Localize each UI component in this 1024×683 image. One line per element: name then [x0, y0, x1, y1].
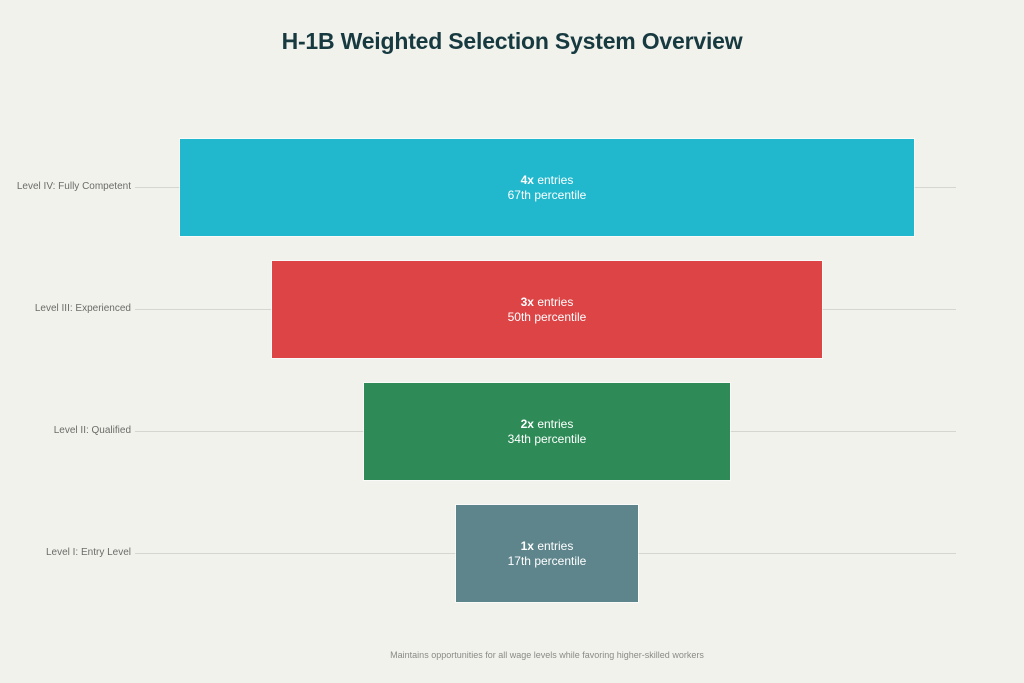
- entries-word: entries: [537, 538, 574, 553]
- funnel-bar-level-iii: 3x entries 50th percentile: [272, 261, 822, 358]
- funnel-row-level-ii: Level II: Qualified 2x entries 34th perc…: [0, 383, 1024, 480]
- bar-entries-label: 4x entries: [521, 173, 574, 188]
- multiplier: 3x: [520, 294, 534, 309]
- bar-entries-label: 2x entries: [521, 417, 574, 432]
- funnel-row-level-i: Level I: Entry Level 1x entries 17th per…: [0, 505, 1024, 602]
- entries-word: entries: [537, 416, 574, 431]
- funnel-bar-level-ii: 2x entries 34th percentile: [364, 383, 730, 480]
- bar-entries-label: 3x entries: [521, 295, 574, 310]
- chart-title: H-1B Weighted Selection System Overview: [281, 28, 743, 54]
- bar-entries-label: 1x entries: [521, 539, 574, 554]
- funnel-bar-level-i: 1x entries 17th percentile: [456, 505, 638, 602]
- y-axis-label: Level IV: Fully Competent: [16, 181, 131, 192]
- funnel-bar-level-iv: 4x entries 67th percentile: [180, 139, 914, 236]
- y-axis-label: Level II: Qualified: [53, 425, 131, 436]
- multiplier: 1x: [520, 538, 534, 553]
- multiplier: 4x: [520, 172, 534, 187]
- y-axis-label: Level III: Experienced: [34, 303, 131, 314]
- bar-percentile-label: 34th percentile: [507, 431, 587, 446]
- funnel-row-level-iii: Level III: Experienced 3x entries 50th p…: [0, 261, 1024, 358]
- multiplier: 2x: [520, 416, 534, 431]
- funnel-row-level-iv: Level IV: Fully Competent 4x entries 67t…: [0, 139, 1024, 236]
- y-axis-label: Level I: Entry Level: [45, 547, 131, 558]
- chart-annotation: Maintains opportunities for all wage lev…: [390, 650, 704, 660]
- bar-percentile-label: 17th percentile: [507, 553, 587, 568]
- entries-word: entries: [537, 172, 574, 187]
- entries-word: entries: [537, 294, 574, 309]
- bar-percentile-label: 50th percentile: [507, 309, 587, 324]
- bar-percentile-label: 67th percentile: [507, 187, 587, 202]
